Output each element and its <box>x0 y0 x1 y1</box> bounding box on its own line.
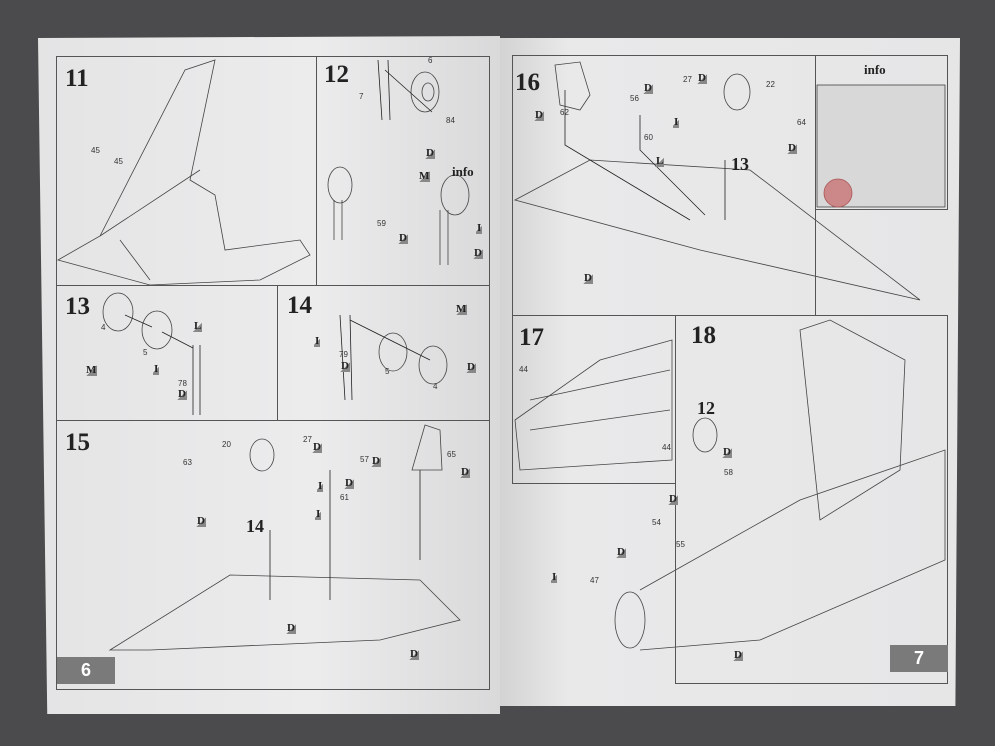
part-label: 27 <box>303 435 312 444</box>
paint-badge: D <box>583 272 593 284</box>
wing-drawing-16 <box>513 61 921 301</box>
step-16-panel: 16 <box>512 55 816 316</box>
paint-badge: D <box>733 649 743 661</box>
wheel-drawing-12 <box>327 59 470 265</box>
paint-badge: D <box>534 109 544 121</box>
part-label: 7 <box>359 92 364 101</box>
step-11-panel: 11 <box>56 56 317 286</box>
part-label: 57 <box>360 455 369 464</box>
paint-badge: M <box>455 303 468 315</box>
paint-badge: D <box>643 82 653 94</box>
part-label: 5 <box>385 367 390 376</box>
paint-badge: M <box>85 364 98 376</box>
part-label: 60 <box>644 133 653 142</box>
step-number: 14 <box>287 292 312 319</box>
part-label: 45 <box>114 157 123 166</box>
wheel-drawing-13 <box>102 292 201 415</box>
step-number: 15 <box>65 429 90 456</box>
part-label: 61 <box>340 493 349 502</box>
paint-badge: D <box>473 247 483 259</box>
part-label: 54 <box>652 518 661 527</box>
part-label: 44 <box>519 365 528 374</box>
part-label: 44 <box>662 443 671 452</box>
part-label: 6 <box>428 56 433 65</box>
part-label: 84 <box>446 116 455 125</box>
wing-drawing-15 <box>108 424 461 651</box>
fuselage-drawing-18 <box>614 319 946 651</box>
step-number: 16 <box>515 69 540 96</box>
part-label: 59 <box>377 219 386 228</box>
part-label: 63 <box>183 458 192 467</box>
page-number: 6 <box>57 657 115 684</box>
info-panel: info <box>815 55 948 210</box>
step-number: 17 <box>519 324 544 351</box>
part-label: 56 <box>630 94 639 103</box>
step-number: 12 <box>324 61 349 88</box>
paint-badge: I <box>317 480 324 492</box>
info-title: info <box>864 62 886 77</box>
step-18-panel: 18 <box>675 315 948 684</box>
paint-badge: I <box>551 571 558 583</box>
paint-badge: D <box>398 232 408 244</box>
paint-badge: D <box>668 493 678 505</box>
paint-badge: D <box>409 648 419 660</box>
page-number: 7 <box>890 645 948 672</box>
step-number: 13 <box>65 293 90 320</box>
paint-badge: I <box>673 116 680 128</box>
part-label: 79 <box>339 350 348 359</box>
paint-badge: D <box>177 388 187 400</box>
step-17-panel: 17 <box>512 315 676 484</box>
step-13-panel: 13 <box>56 285 278 421</box>
tail-fin-drawing <box>56 59 311 286</box>
paint-badge: D <box>196 515 206 527</box>
paint-badge: D <box>425 147 435 159</box>
part-label: 78 <box>178 379 187 388</box>
paint-badge: D <box>787 142 797 154</box>
part-label: 4 <box>433 382 438 391</box>
part-label: 47 <box>590 576 599 585</box>
paint-badge: D <box>616 546 626 558</box>
subassembly-label: 12 <box>697 398 715 418</box>
part-label: 27 <box>683 75 692 84</box>
part-label: 22 <box>766 80 775 89</box>
step-number: 18 <box>691 322 716 349</box>
part-label: 20 <box>222 440 231 449</box>
paint-badge: D <box>371 455 381 467</box>
part-label: 64 <box>797 118 806 127</box>
wheel-drawing-14 <box>339 314 448 401</box>
paint-badge: L <box>193 320 203 332</box>
step-15-panel: 15 <box>56 420 490 690</box>
paint-badge: L <box>655 155 665 167</box>
paint-badge: D <box>344 477 354 489</box>
part-label: 58 <box>724 468 733 477</box>
info-photo <box>816 84 946 208</box>
subassembly-label: 13 <box>731 154 749 174</box>
paint-badge: I <box>314 335 321 347</box>
paint-badge: D <box>286 622 296 634</box>
part-label: 55 <box>676 540 685 549</box>
step-number: 11 <box>65 65 89 92</box>
paint-badge: I <box>315 508 322 520</box>
paint-badge: D <box>340 360 350 372</box>
paint-badge: M <box>418 170 431 182</box>
paint-badge: I <box>153 363 160 375</box>
part-label: 62 <box>560 108 569 117</box>
paint-badge: D <box>312 441 322 453</box>
part-label: 5 <box>143 348 148 357</box>
left-page <box>38 36 500 714</box>
part-label: 4 <box>101 323 106 332</box>
paint-badge: D <box>722 446 732 458</box>
part-label: 65 <box>447 450 456 459</box>
paint-badge: D <box>460 466 470 478</box>
paint-badge: I <box>476 222 483 234</box>
paint-badge: D <box>697 72 707 84</box>
info-label: info <box>452 164 474 179</box>
part-label: 45 <box>91 146 100 155</box>
paint-badge: D <box>466 361 476 373</box>
subassembly-label: 14 <box>246 516 264 536</box>
fuselage-drawing-17 <box>514 339 673 471</box>
